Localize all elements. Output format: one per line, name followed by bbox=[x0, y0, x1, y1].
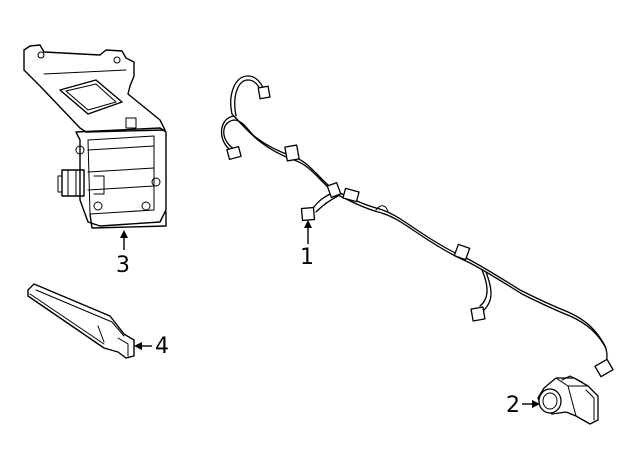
callout-1-label: 1 bbox=[300, 245, 314, 270]
callout-4: 4 bbox=[134, 334, 169, 359]
control-module-part bbox=[23, 44, 167, 229]
callout-3-label: 3 bbox=[116, 253, 130, 278]
callout-1: 1 bbox=[300, 220, 314, 270]
callout-2-label: 2 bbox=[506, 393, 520, 418]
callout-2: 2 bbox=[506, 393, 540, 418]
parking-sensor-part bbox=[537, 375, 599, 425]
wiring-harness-part bbox=[221, 75, 614, 378]
antenna-part bbox=[27, 283, 135, 359]
callout-3: 3 bbox=[116, 230, 130, 278]
callout-4-label: 4 bbox=[155, 334, 169, 359]
